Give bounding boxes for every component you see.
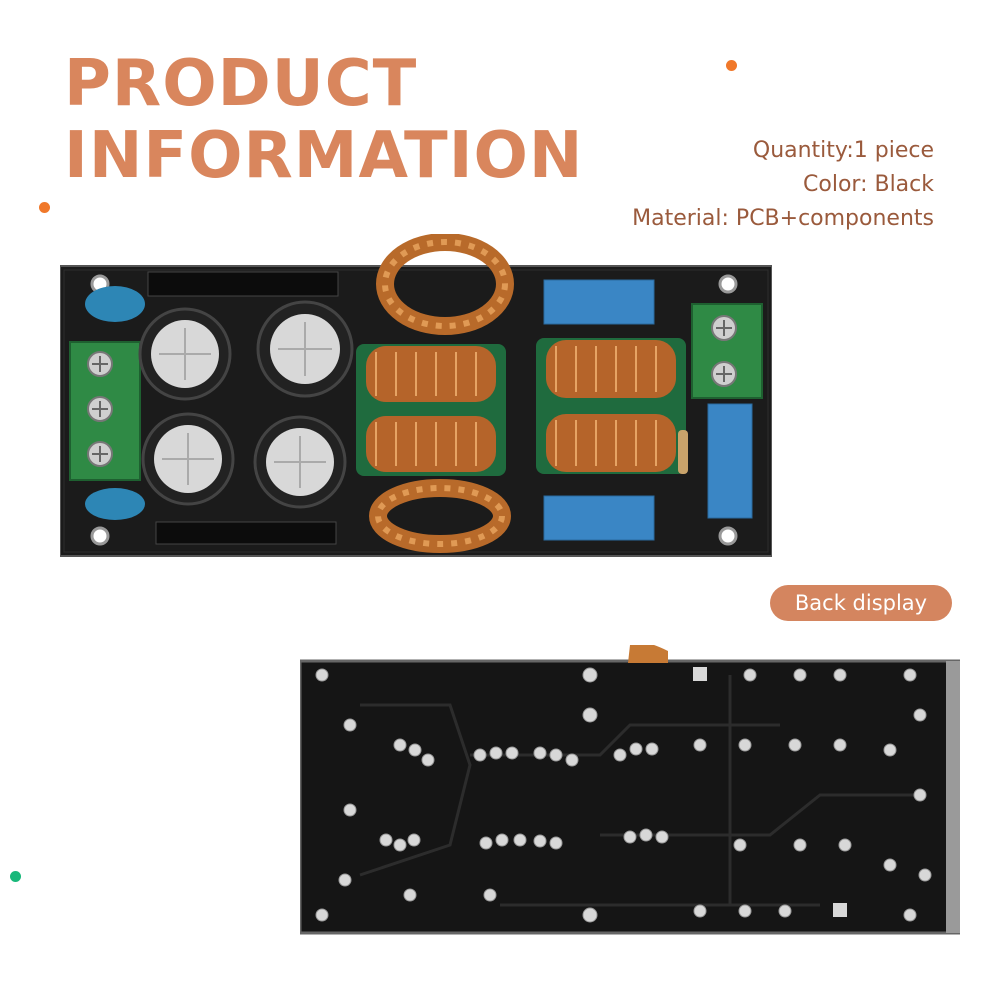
orange-dot-top xyxy=(726,60,737,71)
quantity-spec: Quantity:1 piece xyxy=(752,138,934,163)
pcb-front-image xyxy=(60,234,772,557)
information-heading: INFORMATION xyxy=(64,119,584,193)
green-dot xyxy=(10,871,21,882)
back-display-badge: Back display xyxy=(770,585,952,621)
orange-dot-left xyxy=(39,202,50,213)
product-heading: PRODUCT xyxy=(64,47,418,121)
material-spec: Material: PCB+components xyxy=(632,206,934,231)
color-spec: Color: Black xyxy=(803,172,934,197)
pcb-back-image xyxy=(300,645,960,935)
